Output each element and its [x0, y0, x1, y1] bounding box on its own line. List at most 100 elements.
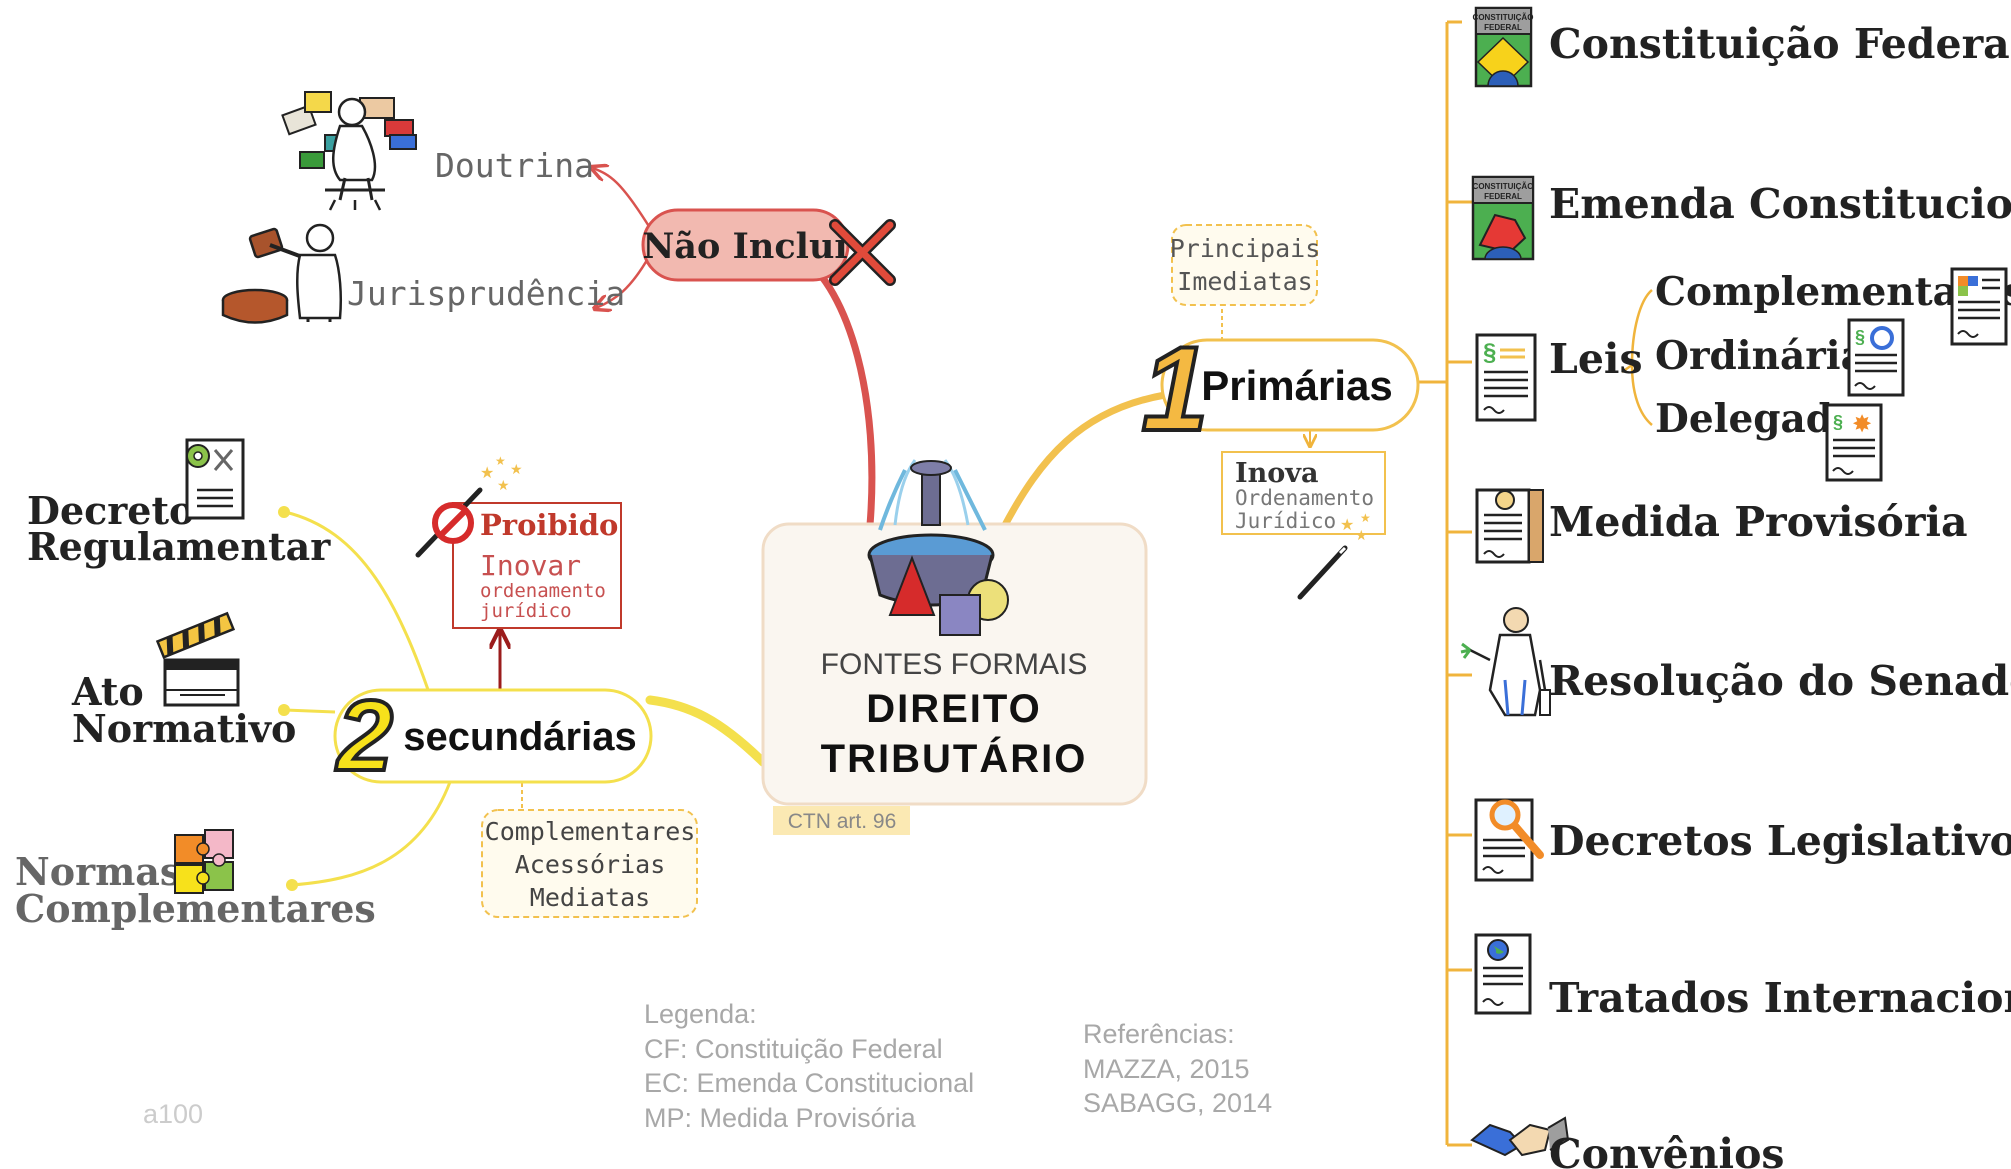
referencias-title: Referências:: [1083, 1019, 1235, 1049]
legenda-cf: CF: Constituição Federal: [644, 1034, 943, 1064]
lei-symbol: §: [1483, 339, 1496, 366]
gear-document-icon: [185, 438, 245, 520]
leis-sub-bracket: [1630, 289, 1653, 426]
constitution-cf-icon: CONSTITUIÇÃO FEDERAL: [1473, 6, 1534, 88]
ec-icon-line2: FEDERAL: [1484, 192, 1522, 201]
fountain-icon: [867, 459, 1009, 636]
principais-text: Principais: [1170, 234, 1321, 263]
ctn-tag: CTN art. 96: [788, 810, 897, 833]
dot-normas: [286, 879, 298, 891]
prohibited-wand-icon: ★ ★ ★ ★: [415, 454, 523, 558]
primarias-label: Primárias: [1201, 362, 1392, 409]
referencias-mazza: MAZZA, 2015: [1083, 1054, 1250, 1084]
magic-wand-icon: ★ ★ ★: [1297, 511, 1371, 600]
nao-inclui-topic[interactable]: Não Inclui: [641, 208, 896, 286]
jurisprudencia-label: Jurisprudência: [347, 274, 625, 313]
item-tratados-internacionais[interactable]: Tratados Internacionais: [1549, 974, 2011, 1022]
secundarias-box: [333, 688, 653, 784]
svg-text:§: §: [1833, 412, 1843, 432]
svg-text:★: ★: [1360, 511, 1371, 525]
acessorias-text: Acessórias: [515, 850, 666, 879]
cross-icon: [829, 219, 896, 286]
svg-text:§: §: [1855, 327, 1865, 347]
secundarias-topic[interactable]: 2 secundárias: [333, 678, 653, 794]
inova-text: Inova: [1235, 458, 1318, 489]
juridico-red-text: jurídico: [480, 600, 572, 622]
item-leis[interactable]: Leis: [1549, 335, 1643, 383]
branch-nao-inclui: [796, 251, 876, 529]
item-emenda-constitucional[interactable]: Emenda Constitucional: [1549, 180, 2011, 228]
svg-text:★: ★: [1340, 515, 1354, 534]
ec-icon-line1: CONSTITUIÇÃO: [1473, 182, 1534, 191]
proibido-title: Proibido: [480, 508, 618, 542]
magnifier-document-icon: [1474, 798, 1544, 882]
nao-inclui-label: Não Inclui: [642, 226, 847, 267]
decreto-line2: Regulamentar: [27, 524, 331, 569]
inova-box: Inova Ordenamento Jurídico: [1221, 451, 1386, 535]
item-constituicao-federal[interactable]: Constituição Federal: [1549, 20, 2011, 68]
law-document-icon: §: [1475, 333, 1537, 422]
referencias-sabagg: SABAGG, 2014: [1083, 1088, 1272, 1118]
legenda-ec: EC: Emenda Constitucional: [644, 1068, 974, 1098]
reader-books-icon: [281, 91, 417, 211]
item-resolucao-senado[interactable]: Resolução do Senado: [1549, 657, 2011, 705]
legenda-mp: MP: Medida Provisória: [644, 1103, 917, 1133]
primarias-box: [1160, 338, 1420, 432]
puzzle-document-icon: [1950, 267, 2008, 346]
cf-icon-line2: FEDERAL: [1484, 23, 1522, 32]
item-medida-provisoria[interactable]: Medida Provisória: [1549, 498, 1968, 546]
svg-text:★: ★: [510, 462, 523, 478]
ordinary-law-document-icon: §: [1847, 318, 1905, 397]
primarias-note-box: [1171, 224, 1318, 306]
dot-ato: [278, 704, 290, 716]
complementares-text: Complementares: [485, 817, 696, 846]
juridico-text: Jurídico: [1235, 509, 1336, 533]
item-decretos-legislativos[interactable]: Decretos Legislativos: [1549, 817, 2011, 865]
primarias-note: Principais Imediatas: [1170, 224, 1321, 306]
leis-sub-arrow: [1621, 363, 1633, 374]
mediatas-text: Mediatas: [530, 883, 650, 912]
primary-items: CONSTITUIÇÃO FEDERAL Constituição Federa…: [1460, 6, 2011, 1169]
handshake-icon: [1470, 1116, 1570, 1157]
secundarias-note: Complementares Acessórias Mediatas: [481, 809, 698, 918]
referencias-block: Referências: MAZZA, 2015 SABAGG, 2014: [1083, 1019, 1272, 1118]
branch-normas: [291, 781, 452, 887]
proibido-frame: [452, 502, 622, 629]
imediatas-text: Imediatas: [1177, 267, 1312, 296]
central-topic-box: [761, 522, 1148, 806]
secundarias-number: 2: [335, 680, 393, 792]
primarias-topic[interactable]: 1 Primárias: [1140, 320, 1420, 458]
proibido-box: Proibido Inovar ordenamento jurídico: [452, 502, 622, 629]
secundarias-note-box: [481, 809, 698, 918]
inovar-text: Inovar: [480, 549, 581, 582]
provisional-measure-icon: [1475, 488, 1544, 564]
gavel-judge-icon: [221, 223, 343, 324]
svg-text:✸: ✸: [1852, 410, 1872, 438]
normas-line1: Normas: [15, 849, 181, 894]
ordenamento-red-text: ordenamento: [480, 580, 606, 602]
ordenamento-text: Ordenamento: [1235, 486, 1374, 510]
branch-primarias: [1001, 391, 1169, 529]
branch-ato: [284, 708, 336, 714]
secundarias-label: secundárias: [403, 715, 636, 759]
legenda-title: Legenda:: [644, 999, 757, 1029]
cf-icon-line1: CONSTITUIÇÃO: [1473, 13, 1534, 22]
arrow-doutrina: [593, 168, 652, 229]
inova-box-frame: [1221, 451, 1386, 535]
delegated-law-document-icon: § ✸: [1825, 403, 1883, 482]
constitution-amendment-icon: CONSTITUIÇÃO FEDERAL: [1471, 175, 1535, 261]
decreto-line1: Decreto: [27, 488, 194, 533]
ato-line1: Ato: [71, 669, 144, 714]
item-convenios[interactable]: Convênios: [1549, 1130, 1785, 1169]
arrow-jurisprudencia: [596, 254, 652, 308]
puzzle-icon: [174, 829, 234, 894]
dot-decreto: [278, 506, 290, 518]
central-line1: FONTES FORMAIS: [821, 648, 1088, 681]
central-line3: TRIBUTÁRIO: [821, 736, 1088, 781]
svg-text:★: ★: [497, 478, 510, 494]
clapperboard-icon: [155, 611, 240, 707]
central-topic[interactable]: FONTES FORMAIS DIREITO TRIBUTÁRIO CTN ar…: [761, 459, 1148, 835]
globe-document-icon: [1474, 933, 1532, 1015]
primarias-number: 1: [1142, 322, 1209, 456]
